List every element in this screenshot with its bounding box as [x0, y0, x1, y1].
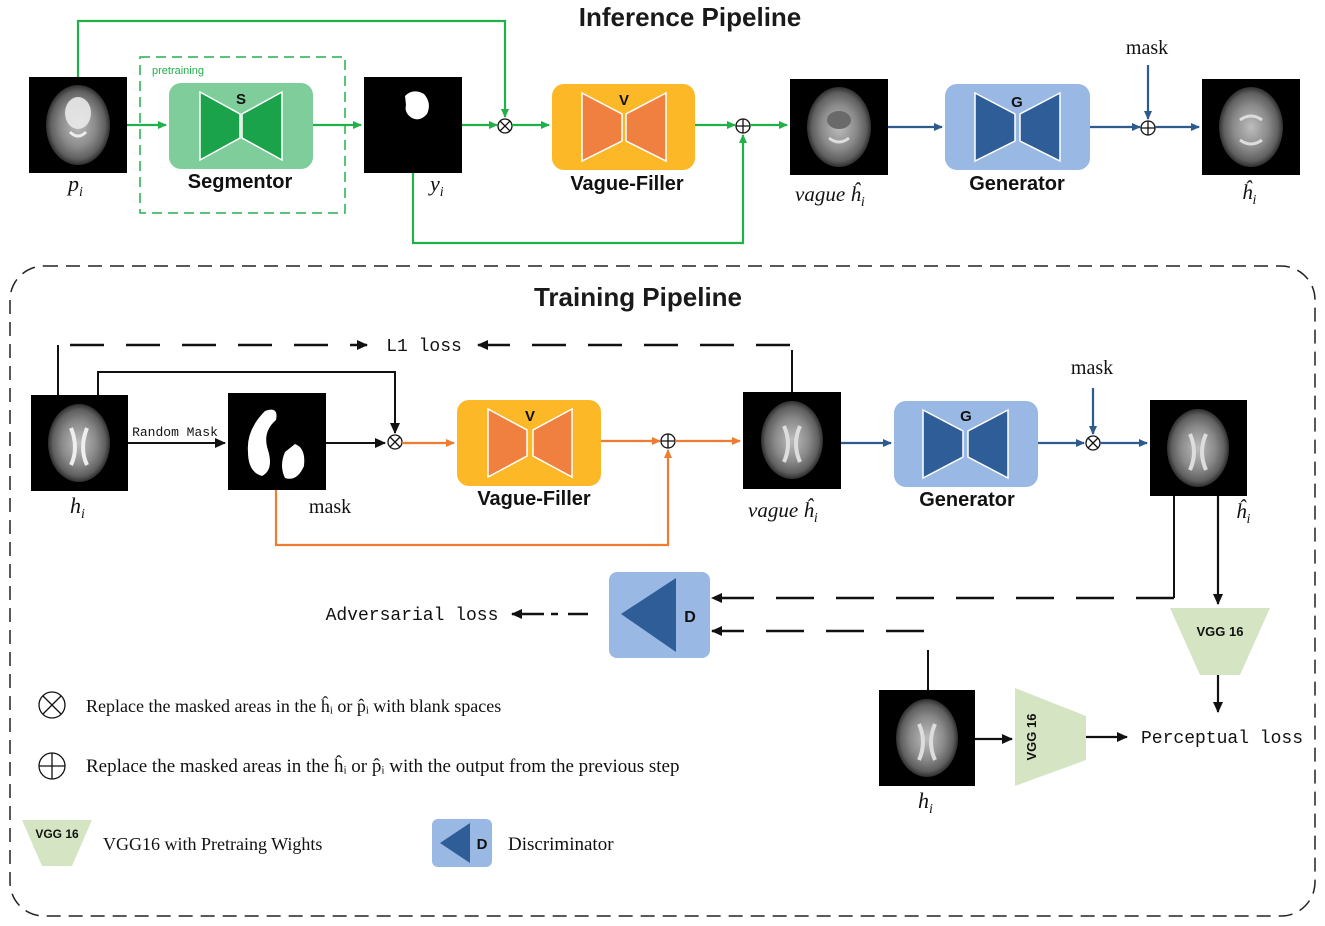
brain-image-vague-inference [790, 79, 888, 175]
label-vague-training: vague ĥi [748, 498, 818, 526]
training-box [9, 265, 1316, 917]
segmentor-letter: S [236, 91, 246, 108]
vague-filler-block-training: V [457, 400, 601, 486]
legend-oplus-icon [38, 752, 66, 780]
legend-vgg-text: VGG16 with Pretraing Wights [103, 834, 322, 854]
mask-label-inference: mask [1126, 37, 1168, 59]
brain-image-output-inference [1202, 79, 1300, 175]
legend-vgg-label: VGG 16 [35, 827, 79, 841]
label-output-training: ĥi [1236, 499, 1251, 527]
oplus-inference-output [1140, 120, 1156, 136]
vague-filler-letter-training: V [525, 408, 535, 425]
legend-otimes-icon [38, 691, 66, 719]
brain-image-output-training [1150, 400, 1247, 496]
vague-filler-label-training: Vague-Filler [477, 488, 591, 510]
generator-label-training: Generator [919, 489, 1015, 511]
legend-otimes-text: Replace the masked areas in the ĥᵢ or p̂… [86, 695, 501, 716]
otimes-training-output [1085, 435, 1101, 451]
mask-label-training: mask [309, 496, 351, 518]
pretraining-label: pretraining [152, 65, 204, 77]
label-output-inference: ĥi [1242, 180, 1257, 208]
training-arrows [57, 345, 1223, 744]
brain-image-vague-training [743, 392, 841, 489]
brain-image-h-real [879, 690, 975, 786]
generator-label-inference: Generator [969, 173, 1065, 195]
label-h: hi [70, 493, 85, 522]
label-vague-inference: vague ĥi [795, 182, 865, 210]
generator-block-inference: G [945, 84, 1090, 170]
mask-label-training-top: mask [1071, 357, 1113, 379]
adversarial-loss-label: Adversarial loss [326, 606, 499, 626]
label-p: pi [66, 171, 83, 200]
legend-discriminator-letter: D [477, 836, 488, 853]
segmentor-block: S [169, 83, 313, 169]
mask-image-random [228, 393, 326, 490]
vague-filler-label-inference: Vague-Filler [570, 173, 684, 195]
pretraining-box [139, 56, 346, 214]
generator-block-training: G [894, 401, 1038, 487]
discriminator-block: D [609, 572, 710, 658]
discriminator-letter: D [684, 609, 696, 626]
otimes-inference [497, 118, 513, 134]
perceptual-loss-label: Perceptual loss [1141, 729, 1303, 749]
generator-letter-inference: G [1011, 94, 1023, 111]
brain-image-h [31, 395, 128, 491]
vgg16-label-top: VGG 16 [1197, 624, 1244, 639]
random-mask-label: Random Mask [132, 425, 218, 440]
vague-filler-letter-inference: V [619, 92, 629, 109]
otimes-training [387, 434, 403, 450]
generator-letter-training: G [960, 408, 972, 425]
legend-vgg-icon: VGG 16 [22, 820, 92, 866]
vgg16-block-top: VGG 16 [1170, 608, 1270, 675]
label-h-real: hi [918, 788, 933, 817]
training-title: Training Pipeline [534, 282, 742, 312]
mask-image-y [364, 77, 462, 173]
segmentor-label: Segmentor [188, 171, 293, 193]
inference-title: Inference Pipeline [579, 2, 802, 32]
vgg16-block-side: VGG 16 [1015, 688, 1086, 786]
legend-oplus-text: Replace the masked areas in the ĥᵢ or p̂… [86, 755, 679, 777]
label-y: yi [428, 171, 444, 200]
brain-image-p [29, 77, 127, 173]
inference-arrows [76, 19, 1200, 245]
oplus-inference [735, 118, 751, 134]
oplus-training [660, 433, 676, 449]
l1-loss-label: L1 loss [386, 337, 462, 357]
vague-filler-block-inference: V [552, 84, 695, 170]
legend-discriminator-icon: D [432, 819, 492, 867]
vgg16-label-side: VGG 16 [1024, 714, 1039, 761]
legend-discriminator-text: Discriminator [508, 834, 614, 855]
